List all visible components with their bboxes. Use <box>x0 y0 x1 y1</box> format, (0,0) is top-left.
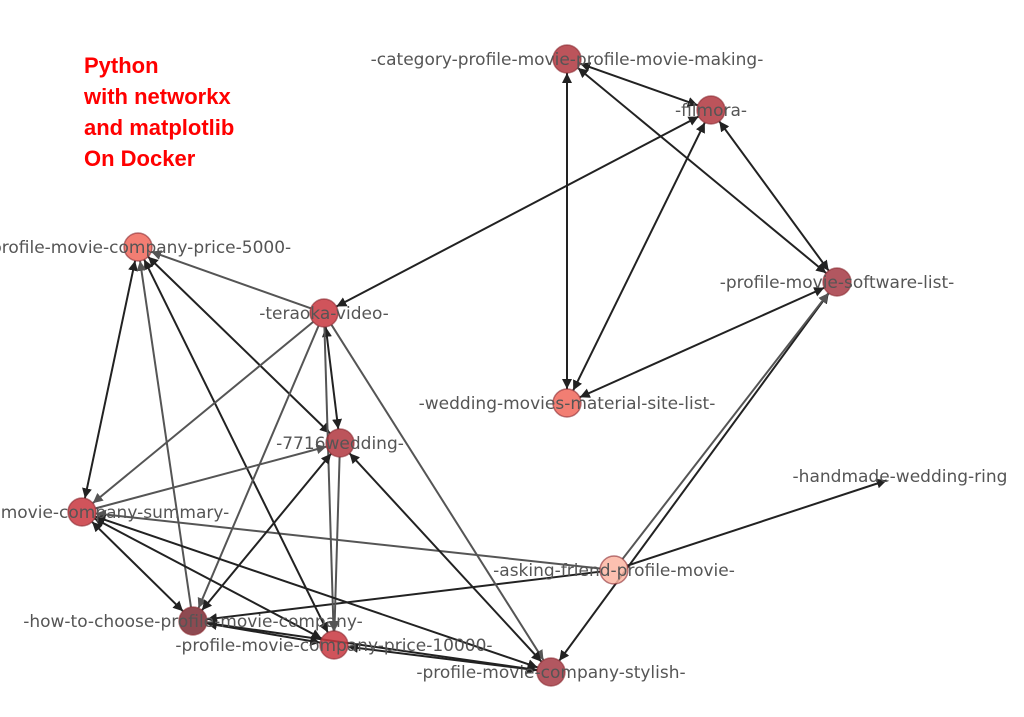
graph-node-wedding7716 <box>325 428 355 458</box>
node-label-wedding7716: -7716wedding- <box>276 434 404 454</box>
caption-line: Python <box>84 53 159 78</box>
graph-edge <box>329 456 341 632</box>
graph-node-stylish <box>536 657 566 687</box>
node-label-stylish: -profile-movie-company-stylish- <box>416 663 685 683</box>
node-label-software: -profile-movie-software-list- <box>720 273 955 293</box>
graph-edge <box>321 326 343 430</box>
graph-edge <box>201 453 332 611</box>
node-label-filmora: -filmora- <box>675 101 747 121</box>
graph-node-price5000 <box>123 232 153 262</box>
graph-edge <box>91 521 184 612</box>
node-label-asking: -asking-friend-profile-movie- <box>493 561 735 581</box>
node-label-price10000: -profile-movie-company-price-10000- <box>175 636 492 656</box>
graph-edge <box>558 292 830 662</box>
graph-edge <box>330 324 545 661</box>
graph-edge <box>335 115 700 308</box>
caption-line: with networkx <box>84 84 231 109</box>
node-label-ring: -handmade-wedding-ring <box>793 467 1008 487</box>
caption-line: On Docker <box>84 146 196 171</box>
node-label-howto: -how-to-choose-profile-movie-company- <box>23 612 363 632</box>
graph-edge <box>718 120 830 272</box>
graph-edge <box>150 250 312 310</box>
graph-edge <box>621 292 830 560</box>
graph-node-teraoka <box>309 298 339 328</box>
graph-edge <box>347 643 538 674</box>
node-label-price5000: -profile-movie-company-price-5000- <box>0 238 291 258</box>
graph-node-price10000 <box>319 630 349 660</box>
graph-node-asking <box>599 555 629 585</box>
node-label-summary: -profile-movie-company-summary- <box>0 503 229 523</box>
caption-line: and matplotlib <box>84 115 235 140</box>
graph-edge <box>95 444 327 510</box>
graph-edge <box>82 260 138 499</box>
graph-node-category <box>552 44 582 74</box>
graph-edge <box>197 325 320 609</box>
node-label-teraoka: -teraoka-video- <box>259 304 389 324</box>
graph-edge <box>92 321 314 504</box>
graph-node-summary <box>67 497 97 527</box>
graph-node-howto <box>178 606 208 636</box>
graph-edge <box>626 478 888 567</box>
node-label-material: -wedding-movies-material-site-list- <box>419 394 716 414</box>
graph-node-filmora <box>696 95 726 125</box>
graph-node-ring <box>897 473 903 479</box>
graph-edge <box>348 452 543 663</box>
node-label-category: -category-profile-movie-profile-movie-ma… <box>371 50 764 70</box>
graph-node-material <box>552 388 582 418</box>
graph-node-software <box>822 267 852 297</box>
caption: Python with networkx and matplotlib On D… <box>84 50 234 174</box>
